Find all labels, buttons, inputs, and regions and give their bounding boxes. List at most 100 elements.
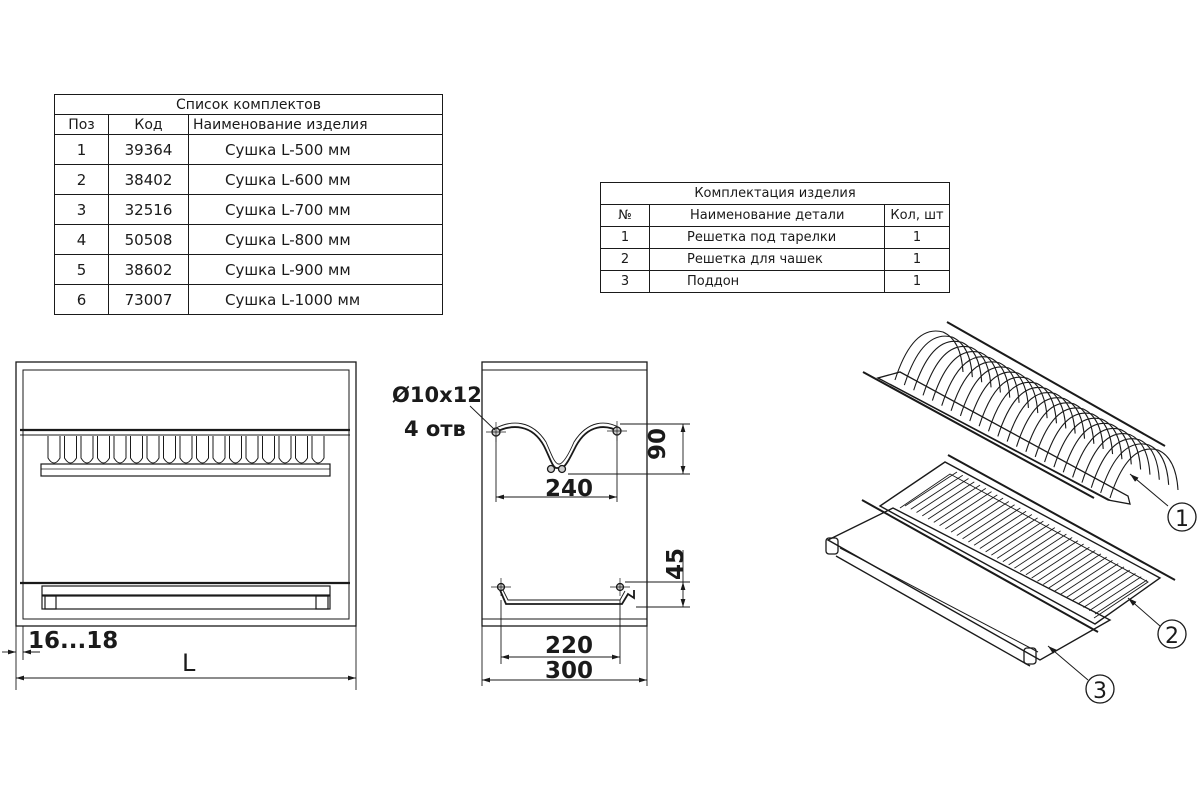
- rack-wire: [1034, 407, 1104, 458]
- rack-loop: [196, 436, 209, 464]
- cup-rack-wire: [1071, 566, 1125, 602]
- table-row: 1 Решетка под тарелки 1: [600, 226, 950, 249]
- top-height-dim: 90: [645, 428, 671, 460]
- cup-rack-wire: [1094, 579, 1148, 615]
- tray-profile: [499, 589, 635, 605]
- callout-3-label: 3: [1093, 679, 1107, 704]
- rack-loop: [229, 436, 242, 464]
- plate-rack-wires: [894, 330, 1179, 499]
- side-view: [469, 361, 690, 686]
- rack-loop: [245, 436, 259, 464]
- set-table: Комплектация изделия № Наименование дета…: [600, 182, 950, 293]
- rack-wire: [959, 366, 1029, 417]
- rack-loop: [278, 436, 292, 464]
- front-view: [2, 361, 357, 690]
- cup-rack-wire: [1025, 540, 1079, 576]
- rack-wire: [913, 340, 983, 391]
- rack-loop: [97, 436, 110, 464]
- rack-wire: [894, 330, 964, 381]
- part-name: Поддон: [649, 270, 885, 293]
- table-row: 5 38602 Сушка L-900 мм: [54, 254, 443, 285]
- callout-circle: [1157, 619, 1187, 649]
- cup-rack-wire: [1088, 576, 1142, 612]
- cup-rack-wire: [927, 484, 981, 520]
- callout-2-label: 2: [1165, 624, 1179, 649]
- set-header-qty: Кол, шт: [884, 204, 950, 227]
- mount-hole: [546, 464, 556, 474]
- rack-wire: [1053, 417, 1123, 468]
- kit-pos: 2: [54, 164, 109, 195]
- cup-rack-wire: [1019, 537, 1073, 572]
- cup-rack-wire: [1031, 543, 1084, 579]
- plate-rack-profile: [495, 426, 621, 469]
- cup-rack-wire: [950, 497, 1004, 533]
- wall-thickness-dim: 16...18: [28, 628, 118, 654]
- kit-code: 38602: [108, 254, 189, 285]
- kit-code: 39364: [108, 134, 189, 165]
- kit-code: 50508: [108, 224, 189, 255]
- rack-wire: [978, 376, 1048, 427]
- rack-wire: [1081, 433, 1151, 483]
- hole-dim-label: Ø10x12: [392, 383, 482, 407]
- plate-rack-front: [20, 428, 350, 477]
- tray-width-dim: 220: [545, 633, 593, 659]
- kit-code: 73007: [108, 284, 189, 315]
- kit-pos: 4: [54, 224, 109, 255]
- cup-rack-wire: [968, 507, 1021, 543]
- rack-wire: [941, 356, 1011, 406]
- kit-pos: 3: [54, 194, 109, 225]
- rack-loop: [295, 436, 308, 464]
- cup-rack-wire: [939, 491, 992, 527]
- tray-front: [20, 581, 350, 610]
- rack-wire: [931, 351, 1001, 401]
- kit-name: Сушка L-900 мм: [188, 254, 443, 285]
- cup-rack-wire: [904, 471, 958, 507]
- rack-wire: [1015, 397, 1086, 447]
- kit-name: Сушка L-700 мм: [188, 194, 443, 225]
- rack-loop: [163, 436, 176, 464]
- rack-wire: [987, 381, 1058, 432]
- kits-table: Список комплектов Поз Код Наименование и…: [54, 94, 443, 315]
- rack-wire: [997, 386, 1067, 437]
- mount-hole: [557, 464, 567, 474]
- cup-rack-wire: [1060, 559, 1113, 595]
- rack-loop: [262, 436, 275, 464]
- cup-rack-wire: [1077, 569, 1130, 605]
- tray-height-dim: 45: [663, 548, 689, 580]
- cup-rack-wire: [996, 523, 1050, 559]
- table-row: 6 73007 Сушка L-1000 мм: [54, 284, 443, 315]
- isometric-view: [825, 321, 1197, 704]
- set-header-name: Наименование детали: [649, 204, 885, 227]
- part-name: Решетка под тарелки: [649, 226, 885, 249]
- part-qty: 1: [884, 270, 950, 293]
- length-dim: L: [182, 649, 196, 677]
- rack-wire: [922, 345, 992, 396]
- cup-rack-wire: [1002, 527, 1056, 563]
- rack-loop: [130, 436, 143, 464]
- rack-wire: [1025, 402, 1095, 452]
- rack-wire: [903, 335, 973, 386]
- cup-rack-wire: [1083, 573, 1136, 608]
- kit-code: 32516: [108, 194, 189, 225]
- cup-rack-wire: [1037, 546, 1090, 582]
- cabinet-inner: [22, 369, 350, 620]
- depth-dim: 300: [545, 658, 593, 684]
- callout-circle: [1167, 502, 1197, 532]
- rack-wire: [1062, 422, 1132, 473]
- kit-name: Сушка L-800 мм: [188, 224, 443, 255]
- rack-wire: [1072, 427, 1142, 478]
- kit-name: Сушка L-1000 мм: [188, 284, 443, 315]
- cup-rack-wire: [973, 510, 1027, 546]
- cup-rack-wire: [1008, 530, 1061, 566]
- cup-rack-wire: [933, 487, 987, 523]
- cup-rack-iso: [861, 454, 1176, 633]
- rack-wire: [1100, 443, 1170, 494]
- cup-rack-wire: [979, 514, 1033, 549]
- callout-circle: [1085, 674, 1115, 704]
- top-width-dim: 240: [545, 476, 593, 502]
- rack-loop: [179, 436, 193, 464]
- cup-rack-wire: [1042, 550, 1096, 585]
- rack-loop: [64, 436, 77, 464]
- hole-count-label: 4 отв: [404, 417, 466, 441]
- cup-rack-wire: [916, 478, 969, 513]
